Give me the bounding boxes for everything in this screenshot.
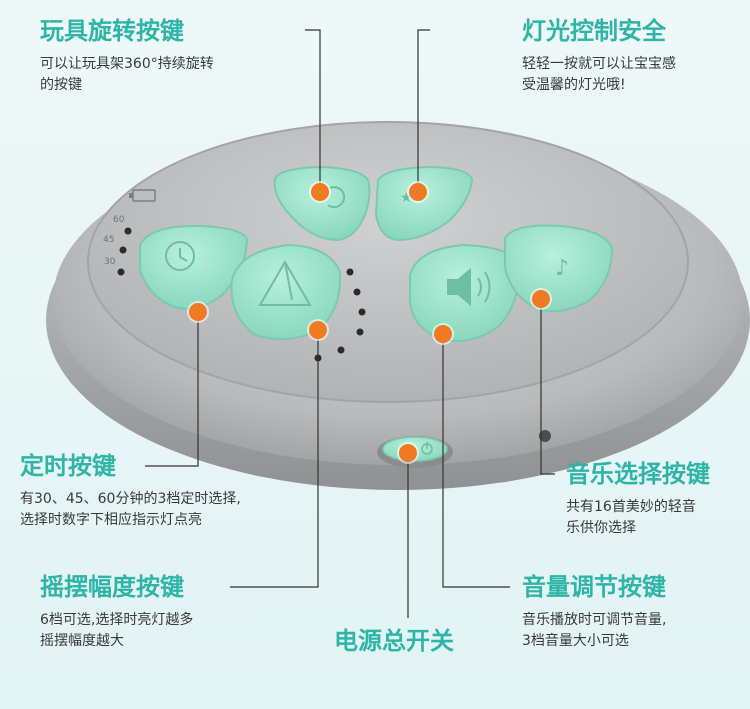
- timer-mark-30: 30: [104, 257, 116, 267]
- power-title: 电源总开关: [334, 627, 454, 655]
- light-button[interactable]: ★: [374, 165, 474, 242]
- volume-desc: 音乐播放时可调节音量, 3档音量大小可选: [522, 612, 667, 649]
- rotate-icon: [327, 186, 346, 209]
- svg-text:♪: ♪: [555, 256, 569, 281]
- battery-icon: [129, 189, 156, 202]
- speaker-icon: [447, 267, 491, 307]
- timer-marker: [189, 303, 207, 321]
- rotate-label: 玩具旋转按键 可以让玩具架360°持续旋转 的按键: [40, 16, 214, 96]
- swing-button[interactable]: [230, 243, 342, 340]
- volume-title: 音量调节按键: [522, 573, 666, 601]
- music-label: 音乐选择按键 共有16首美妙的轻音 乐供你选择: [566, 459, 710, 539]
- timer-led: [119, 246, 127, 254]
- rotate-marker: [311, 183, 329, 201]
- callout-lines: [145, 29, 555, 618]
- light-title: 灯光控制安全: [522, 17, 666, 45]
- light-desc: 轻轻一按就可以让宝宝感 受温馨的灯光哦!: [522, 56, 676, 93]
- swing-marker: [309, 321, 327, 339]
- power-marker: [399, 444, 417, 462]
- timer-led: [124, 227, 132, 235]
- timer-led: [117, 268, 125, 276]
- light-label: 灯光控制安全 轻轻一按就可以让宝宝感 受温馨的灯光哦!: [522, 16, 676, 96]
- rotate-title: 玩具旋转按键: [40, 17, 184, 45]
- swing-desc: 6档可选,选择时亮灯越多 摇摆幅度越大: [40, 612, 194, 649]
- swing-title: 摇摆幅度按键: [40, 573, 184, 601]
- swing-label: 摇摆幅度按键 6档可选,选择时亮灯越多 摇摆幅度越大: [40, 572, 193, 652]
- side-jack: [539, 430, 551, 442]
- light-marker: [409, 183, 427, 201]
- pendulum-icon: [258, 260, 312, 306]
- control-plate: [87, 121, 689, 403]
- music-marker: [532, 290, 550, 308]
- music-title: 音乐选择按键: [566, 460, 710, 488]
- volume-button[interactable]: [409, 243, 520, 342]
- volume-marker: [434, 325, 452, 343]
- timer-mark-45: 45: [103, 235, 114, 245]
- timer-mark-60: 60: [113, 215, 125, 225]
- swing-leds: [314, 268, 366, 362]
- clock-icon: [165, 241, 195, 271]
- power-icon: [421, 442, 433, 455]
- music-note-icon: ♪: [555, 256, 569, 281]
- rotate-desc: 可以让玩具架360°持续旋转 的按键: [40, 56, 214, 93]
- power-label: 电源总开关: [334, 626, 454, 656]
- timer-label: 定时按键 有30、45、60分钟的3档定时选择, 选择时数字下相应指示灯点亮: [20, 451, 241, 531]
- volume-label: 音量调节按键 音乐播放时可调节音量, 3档音量大小可选: [522, 572, 666, 652]
- music-button[interactable]: ♪: [504, 224, 614, 313]
- timer-desc: 有30、45、60分钟的3档定时选择, 选择时数字下相应指示灯点亮: [20, 491, 241, 528]
- music-desc: 共有16首美妙的轻音 乐供你选择: [566, 499, 696, 536]
- timer-title: 定时按键: [20, 452, 116, 480]
